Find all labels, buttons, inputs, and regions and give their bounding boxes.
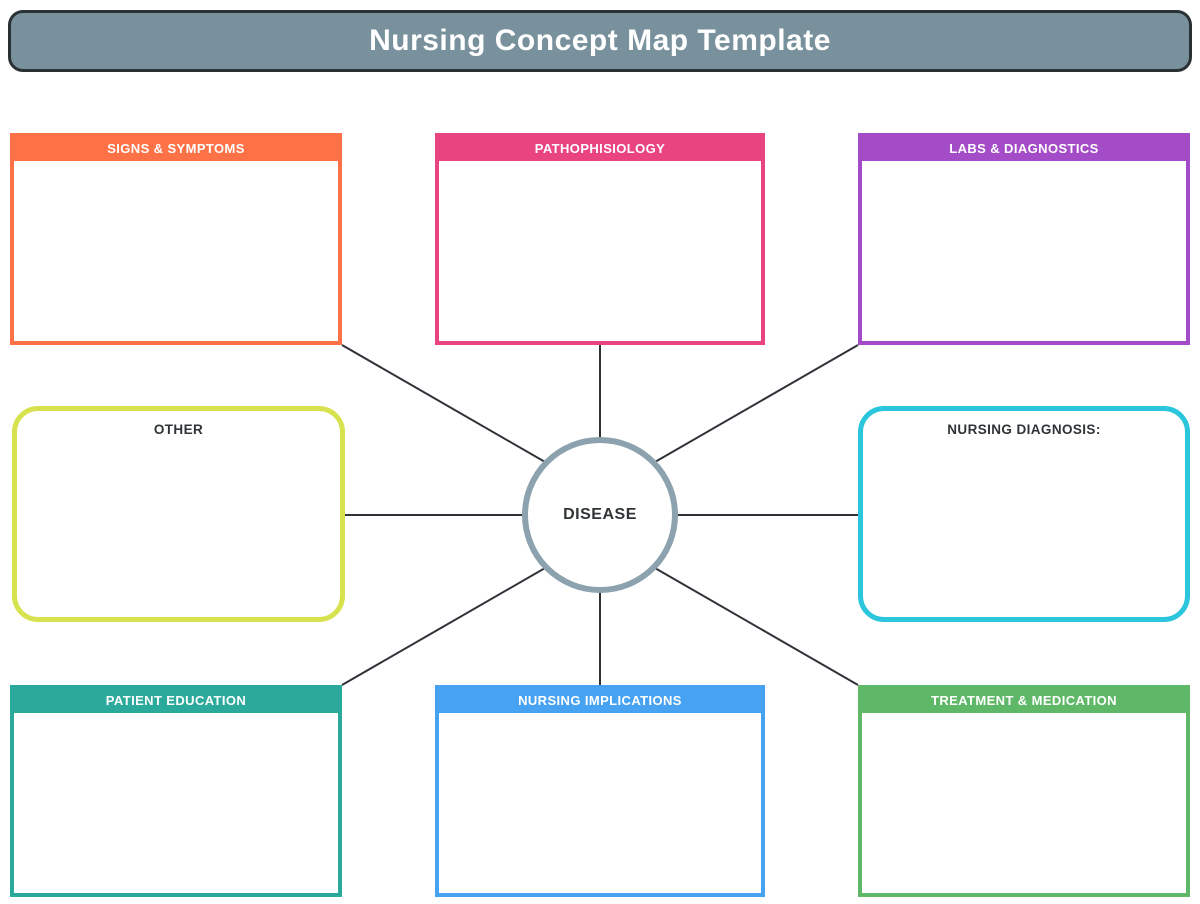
box-pathophisiology: PATHOPHISIOLOGY [435,133,765,345]
box-patient-education: PATIENT EDUCATION [10,685,342,897]
center-node-label: DISEASE [563,506,637,523]
box-title-treatment-medication: TREATMENT & MEDICATION [931,692,1117,708]
box-header-patient-education: PATIENT EDUCATION [14,689,338,713]
connector-patient-education [341,563,553,686]
box-body-labs-diagnostics[interactable] [862,161,1186,341]
connector-labs-diagnostics [647,344,859,467]
box-body-pathophisiology[interactable] [439,161,761,341]
page-title: Nursing Concept Map Template [369,24,831,57]
box-header-labs-diagnostics: LABS & DIAGNOSTICS [862,137,1186,161]
box-header-treatment-medication: TREATMENT & MEDICATION [862,689,1186,713]
box-body-treatment-medication[interactable] [862,713,1186,893]
box-body-other[interactable] [17,437,340,617]
box-nursing-implications: NURSING IMPLICATIONS [435,685,765,897]
box-body-nursing-diagnosis[interactable] [863,437,1185,617]
center-node-disease[interactable]: DISEASE [522,437,678,593]
box-other: OTHER [12,406,345,622]
box-title-signs-symptoms: SIGNS & SYMPTOMS [107,140,245,156]
box-body-signs-symptoms[interactable] [14,161,338,341]
connector-treatment-medication [647,563,859,686]
box-signs-symptoms: SIGNS & SYMPTOMS [10,133,342,345]
box-header-nursing-implications: NURSING IMPLICATIONS [439,689,761,713]
box-title-nursing-implications: NURSING IMPLICATIONS [518,692,682,708]
connector-signs-symptoms [341,344,553,467]
box-header-pathophisiology: PATHOPHISIOLOGY [439,137,761,161]
box-body-nursing-implications[interactable] [439,713,761,893]
box-title-patient-education: PATIENT EDUCATION [105,692,247,708]
box-title-nursing-diagnosis: NURSING DIAGNOSIS: [947,422,1101,437]
box-title-pathophisiology: PATHOPHISIOLOGY [534,140,666,156]
box-nursing-diagnosis: NURSING DIAGNOSIS: [858,406,1190,622]
box-labs-diagnostics: LABS & DIAGNOSTICS [858,133,1190,345]
box-title-other: OTHER [153,422,204,437]
box-body-patient-education[interactable] [14,713,338,893]
box-header-signs-symptoms: SIGNS & SYMPTOMS [14,137,338,161]
box-treatment-medication: TREATMENT & MEDICATION [858,685,1190,897]
box-title-labs-diagnostics: LABS & DIAGNOSTICS [949,140,1099,156]
title-bar: Nursing Concept Map Template [8,10,1192,72]
